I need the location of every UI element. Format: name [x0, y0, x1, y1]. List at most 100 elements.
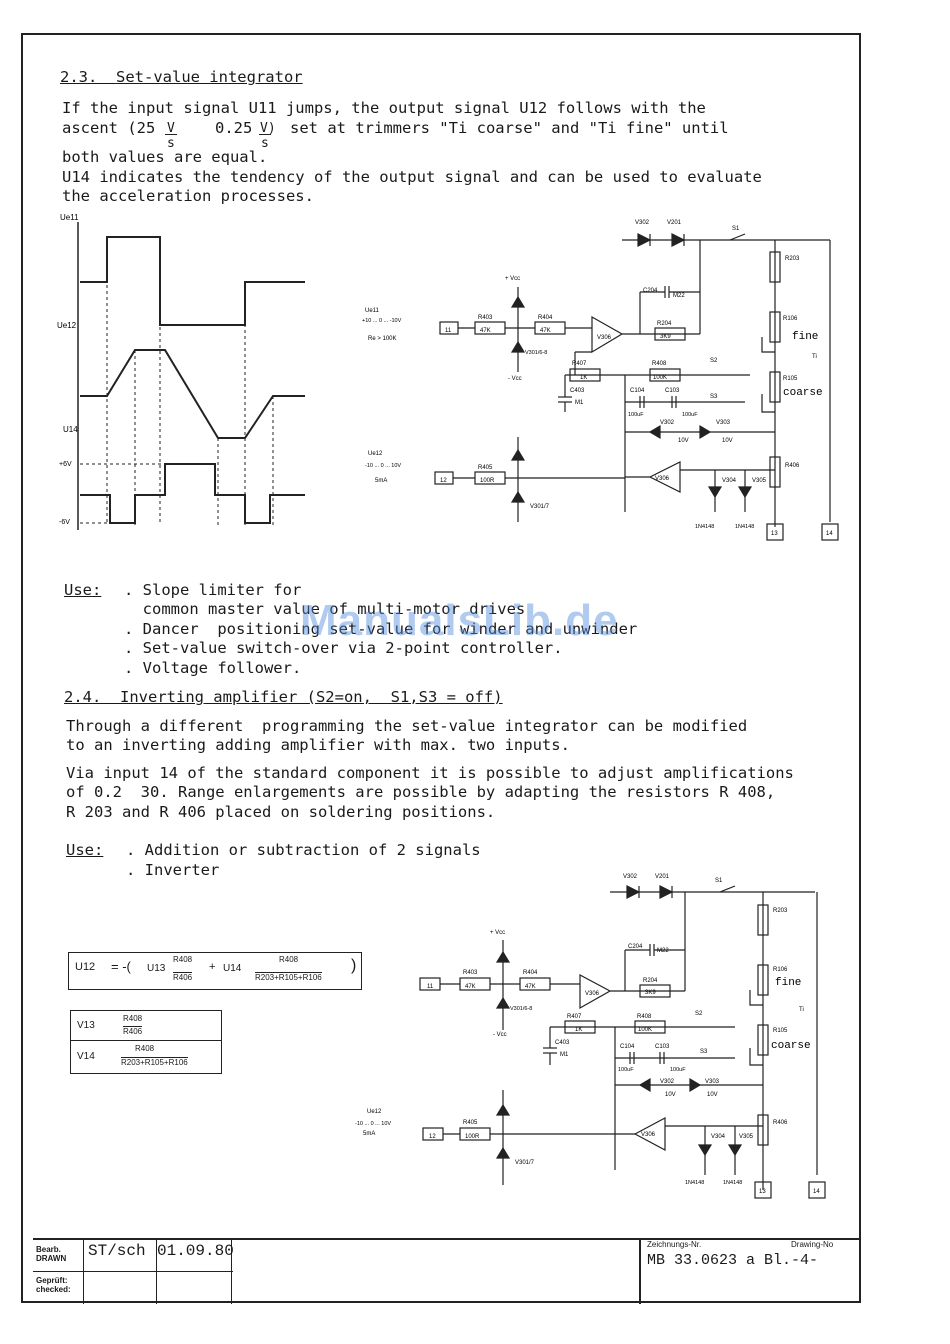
c103-label: C103: [655, 1044, 670, 1050]
r407-value: 1K: [575, 1027, 582, 1033]
v302b-label: V302: [660, 1079, 675, 1085]
r407-value: 1K: [580, 375, 587, 381]
fraction-numerator: R408: [135, 1044, 155, 1053]
r405-label: R405: [463, 1120, 478, 1126]
v302-label: V302: [623, 874, 638, 880]
r405-label: R405: [478, 465, 493, 471]
r406-label: R406: [773, 1120, 788, 1126]
r407-label: R407: [567, 1014, 582, 1020]
paragraph-line: to an inverting adding amplifier with ma…: [66, 736, 570, 754]
r106-label: R106: [783, 316, 798, 322]
coarse-label: coarse: [771, 1040, 811, 1052]
c204-label: C204: [628, 944, 643, 950]
ue12-input-label: Ue12: [367, 1109, 382, 1115]
fraction-numerator: R408: [173, 955, 193, 964]
ue11-input-label: Ue11: [365, 308, 380, 314]
r403-label: R403: [478, 315, 493, 321]
v302b-label: V302: [660, 420, 675, 426]
diode1-label: 1N4148: [695, 524, 714, 530]
vcc-minus-label: - Vcc: [493, 1032, 507, 1038]
v3017-label: V301/7: [515, 1160, 535, 1166]
fine-label: fine: [792, 331, 818, 343]
use-item: . Inverter: [126, 861, 220, 879]
v3016-label: V301/6-8: [510, 1006, 532, 1012]
r406-label: R406: [785, 463, 800, 469]
fraction-denominator: R203+R105+R106: [121, 1057, 188, 1067]
terminal-12: 12: [440, 478, 447, 484]
c403-label: C403: [570, 388, 585, 394]
use-label-1: Use:: [64, 581, 102, 599]
v3016-label: V301/6-8: [525, 350, 547, 356]
c103-label: C103: [665, 388, 680, 394]
r403-value: 47K: [465, 984, 476, 990]
terminal-11: 11: [445, 328, 452, 334]
use-item: . Slope limiter for: [124, 581, 302, 599]
watermark: ManualsLib.de: [300, 596, 619, 645]
u14-symbol: U14: [223, 963, 242, 974]
ti-label: Ti: [812, 354, 817, 360]
v13-symbol: V13: [77, 1020, 95, 1031]
drawing-no-label-en: Drawing-No: [791, 1240, 834, 1249]
v306b-label: V306: [655, 476, 670, 482]
use-item: . Set-value switch-over via 2-point cont…: [124, 639, 563, 657]
paragraph-line: Via input 14 of the standard component i…: [66, 764, 794, 782]
paragraph-line: ascent (25: [62, 119, 156, 137]
r203-label: R203: [785, 256, 800, 262]
equals-sign: = -(: [111, 959, 131, 974]
ti-label: Ti: [799, 1007, 804, 1013]
r204-value: 3K9: [645, 990, 656, 996]
v304-label: V304: [711, 1134, 726, 1140]
diode2-label: 1N4148: [723, 1180, 742, 1186]
ue11-label: Ue11: [60, 213, 79, 222]
formula-u12: U12 = -( U13 R408 R406 + U14 R408 R203+R…: [68, 952, 362, 990]
checked-label: Geprüft:checked:: [36, 1276, 71, 1294]
paragraph-line: U14 indicates the tendency of the output…: [62, 168, 762, 186]
use-item: . Addition or subtraction of 2 signals: [126, 841, 481, 859]
unit-s: s: [167, 136, 175, 151]
drawing-no-label: Zeichnungs-Nr.: [647, 1240, 702, 1249]
close-paren: ): [351, 957, 357, 974]
unit-v: V: [167, 121, 175, 136]
r404-label: R404: [523, 970, 538, 976]
circuit-diagram-1: V302 V201 S1 R203 R106 fine Ti R105 coar…: [362, 220, 839, 541]
vcc-plus-label: + Vcc: [505, 276, 520, 282]
c403-value: M1: [575, 400, 584, 406]
paragraph-line: Through a different programming the set-…: [66, 717, 748, 735]
r407-label: R407: [572, 361, 587, 367]
s2-label: S2: [710, 358, 718, 364]
c104-label: C104: [620, 1044, 635, 1050]
section-heading-2-4: 2.4. Inverting amplifier (S2=on, S1,S3 =…: [64, 688, 503, 706]
s3-label: S3: [700, 1049, 708, 1055]
unit-s: s: [261, 136, 269, 151]
r405-value: 100R: [480, 478, 495, 484]
plus-sign: +: [209, 961, 216, 973]
timing-diagram: Ue11 Ue12 U14 +6V -6V: [57, 213, 305, 530]
terminal-14: 14: [813, 1189, 820, 1195]
r408-value: 100K: [653, 375, 667, 381]
use-item: . Voltage follower.: [124, 659, 302, 677]
paragraph-line: R 203 and R 406 placed on soldering posi…: [66, 803, 496, 821]
use-item: common master value of multi-motor drive…: [124, 600, 526, 618]
drawn-by: ST/sch: [88, 1242, 146, 1260]
paragraph-line: the acceleration processes.: [62, 187, 314, 205]
re-label: Re > 100K: [368, 336, 397, 342]
ma-label: 5mA: [375, 478, 387, 484]
v303-label: V303: [705, 1079, 720, 1085]
paragraph-line: both values are equal.: [62, 148, 268, 166]
v303-value: 10V: [707, 1092, 718, 1098]
v14-symbol: V14: [77, 1051, 95, 1062]
fraction-denominator: R406: [123, 1026, 143, 1036]
unit-v: V): [260, 121, 276, 136]
r408-label: R408: [637, 1014, 652, 1020]
v303-label: V303: [716, 420, 731, 426]
ue12-range: -10 ... 0 ... 10V: [355, 1121, 391, 1127]
c103-value: 100uF: [682, 412, 698, 418]
v305-label: V305: [739, 1134, 754, 1140]
v305-label: V305: [752, 478, 767, 484]
v302-label: V302: [635, 220, 650, 226]
u12-symbol: U12: [75, 961, 96, 973]
r403-label: R403: [463, 970, 478, 976]
fraction-bar: [165, 134, 177, 135]
diode1-label: 1N4148: [685, 1180, 704, 1186]
paragraph-line: 0.25: [215, 119, 253, 137]
